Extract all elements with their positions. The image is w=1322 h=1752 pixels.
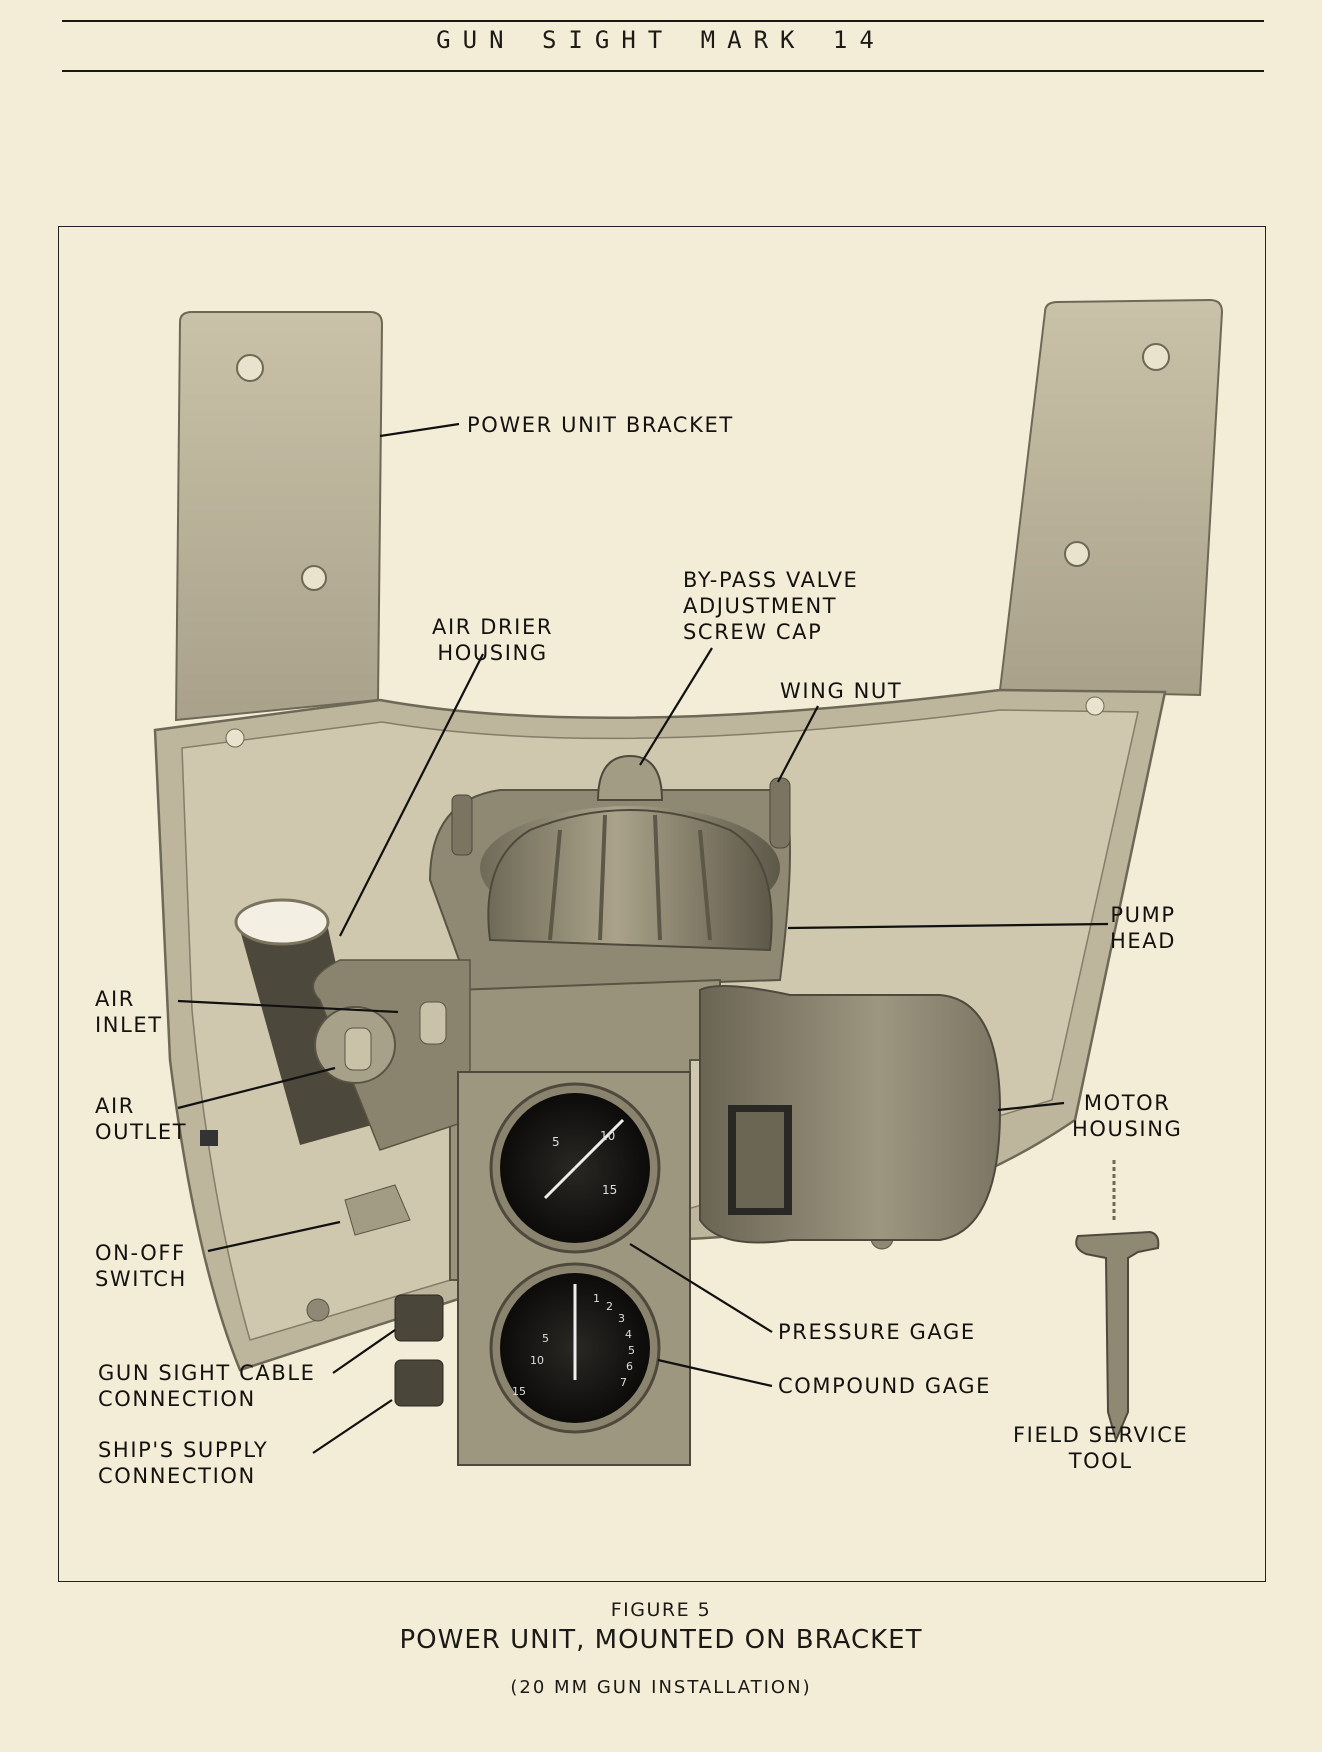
label-line: ON-OFF — [95, 1241, 186, 1265]
label-line: BY-PASS VALVE — [683, 568, 859, 592]
label-line: SHIP'S SUPPLY — [98, 1438, 269, 1462]
label-pump-head: PUMP HEAD — [1110, 902, 1176, 954]
bracket-right-arm — [998, 298, 1224, 697]
label-line: FIELD SERVICE — [1013, 1423, 1189, 1447]
label-line: HOUSING — [437, 641, 548, 665]
label-motor-housing: MOTOR HOUSING — [1072, 1090, 1182, 1142]
label-field-service-tool: FIELD SERVICE TOOL — [1013, 1422, 1188, 1474]
compound-tick-label: 1 — [593, 1292, 600, 1305]
label-wing-nut: WING NUT — [780, 679, 903, 703]
label-line: AIR — [95, 1094, 135, 1118]
compound-tick-label: 7 — [620, 1376, 627, 1389]
figure-number: FIGURE 5 — [610, 1599, 712, 1621]
compound-tick-label: 5 — [628, 1344, 635, 1357]
figure-title: POWER UNIT, MOUNTED ON BRACKET — [399, 1625, 923, 1655]
label-line: HEAD — [1110, 929, 1176, 953]
figure-subtitle: (20 MM GUN INSTALLATION) — [510, 1677, 812, 1698]
label-line: HOUSING — [1072, 1117, 1183, 1141]
compound-tick-label: 5 — [542, 1332, 549, 1345]
compound-tick-label: 15 — [512, 1385, 526, 1398]
label-pressure-gage: PRESSURE GAGE — [778, 1320, 976, 1344]
power-unit-photograph: 5 10 15 5 10 15 1 2 3 4 5 6 7 — [153, 298, 1224, 1466]
label-line: TOOL — [1068, 1449, 1133, 1473]
bracket-left-arm — [174, 311, 384, 722]
pressure-tick-label: 5 — [552, 1135, 560, 1149]
label-air-drier-housing: AIR DRIER HOUSING — [432, 614, 553, 666]
label-bypass-valve: BY-PASS VALVE ADJUSTMENT SCREW CAP — [683, 567, 858, 645]
leader-lines — [177, 422, 1109, 1454]
label-line: CONNECTION — [98, 1464, 256, 1488]
label-line: AIR DRIER — [432, 615, 554, 639]
pressure-tick-label: 15 — [602, 1183, 617, 1197]
compound-tick-label: 3 — [618, 1312, 625, 1325]
compound-tick-label: 2 — [606, 1300, 613, 1313]
label-line: GUN SIGHT CABLE — [98, 1361, 316, 1385]
label-line: MOTOR — [1083, 1091, 1171, 1115]
compound-tick-label: 4 — [625, 1328, 632, 1341]
field-service-tool — [1075, 1160, 1160, 1443]
label-on-off-switch: ON-OFF SWITCH — [95, 1240, 187, 1292]
label-line: SWITCH — [95, 1267, 187, 1291]
label-line: CONNECTION — [98, 1387, 256, 1411]
header-rule-top — [62, 20, 1264, 22]
label-air-inlet: AIR INLET — [95, 986, 163, 1038]
compound-tick-label: 6 — [626, 1360, 633, 1373]
compound-tick-label: 10 — [530, 1354, 544, 1367]
label-compound-gage: COMPOUND GAGE — [778, 1374, 992, 1398]
pump-head-body — [428, 754, 791, 992]
label-line: ADJUSTMENT — [683, 594, 838, 618]
label-power-unit-bracket: POWER UNIT BRACKET — [467, 413, 734, 437]
label-line: AIR — [95, 987, 135, 1011]
label-line: INLET — [95, 1013, 163, 1037]
pressure-tick-label: 10 — [600, 1129, 615, 1143]
label-gun-sight-cable-connection: GUN SIGHT CABLE CONNECTION — [98, 1360, 316, 1412]
page-header-title: GUN SIGHT MARK 14 — [436, 26, 886, 54]
label-air-outlet: AIR OUTLET — [95, 1093, 187, 1145]
air-drier-cylinder — [234, 898, 372, 1145]
pressure-gauge-dial: 5 10 15 — [489, 1082, 661, 1254]
compound-gauge-dial: 5 10 15 1 2 3 4 5 6 7 — [489, 1262, 661, 1434]
label-ships-supply-connection: SHIP'S SUPPLY CONNECTION — [98, 1437, 268, 1489]
figure-frame — [58, 226, 1266, 1582]
label-line: SCREW CAP — [683, 620, 823, 644]
label-line: OUTLET — [95, 1120, 188, 1144]
motor-housing-body — [699, 985, 1002, 1244]
label-line: PUMP — [1110, 903, 1176, 927]
header-rule-bottom — [62, 70, 1264, 72]
